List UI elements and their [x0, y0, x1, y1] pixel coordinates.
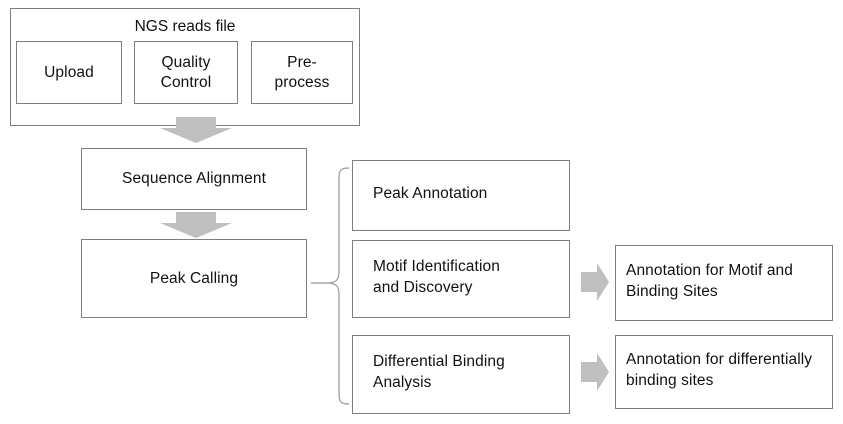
sequence-alignment-box[interactable]: [81, 148, 307, 210]
motif-identification-box[interactable]: [352, 240, 570, 318]
motif-identification-label: Motif Identification and Discovery: [373, 258, 500, 296]
curly-brace-icon: [311, 167, 350, 405]
upload-label: Upload: [44, 63, 94, 81]
right-arrow-icon-2: [581, 353, 609, 391]
peak-annotation-box[interactable]: [352, 160, 570, 231]
sequence-alignment-label: Sequence Alignment: [122, 170, 266, 187]
peak-annotation-label: Peak Annotation: [373, 185, 488, 202]
peak-calling-label: Peak Calling: [149, 269, 239, 287]
down-arrow-icon-1: [160, 117, 232, 143]
annotation-motif-binding-sites-label: Annotation for Motif and Binding Sites: [626, 262, 793, 300]
pre-process-box[interactable]: [251, 41, 353, 104]
annotation-motif-binding-sites-box[interactable]: [615, 245, 833, 321]
down-arrow-icon-2: [160, 212, 232, 238]
differential-binding-box[interactable]: [352, 335, 570, 414]
differential-binding-label: Differential Binding Analysis: [373, 352, 505, 391]
quality-control-box[interactable]: [134, 41, 238, 104]
annotation-differentially-binding-sites-box[interactable]: [615, 335, 833, 409]
pre-process-label: Pre- process: [274, 53, 330, 91]
peak-calling-box[interactable]: [81, 239, 307, 318]
quality-control-label: Quality Control: [160, 53, 212, 91]
annotation-differentially-binding-sites-label: Annotation for differentially binding si…: [626, 351, 813, 389]
group-title: NGS reads file: [134, 18, 236, 35]
upload-box[interactable]: [16, 41, 122, 104]
right-arrow-icon-1: [581, 263, 609, 301]
